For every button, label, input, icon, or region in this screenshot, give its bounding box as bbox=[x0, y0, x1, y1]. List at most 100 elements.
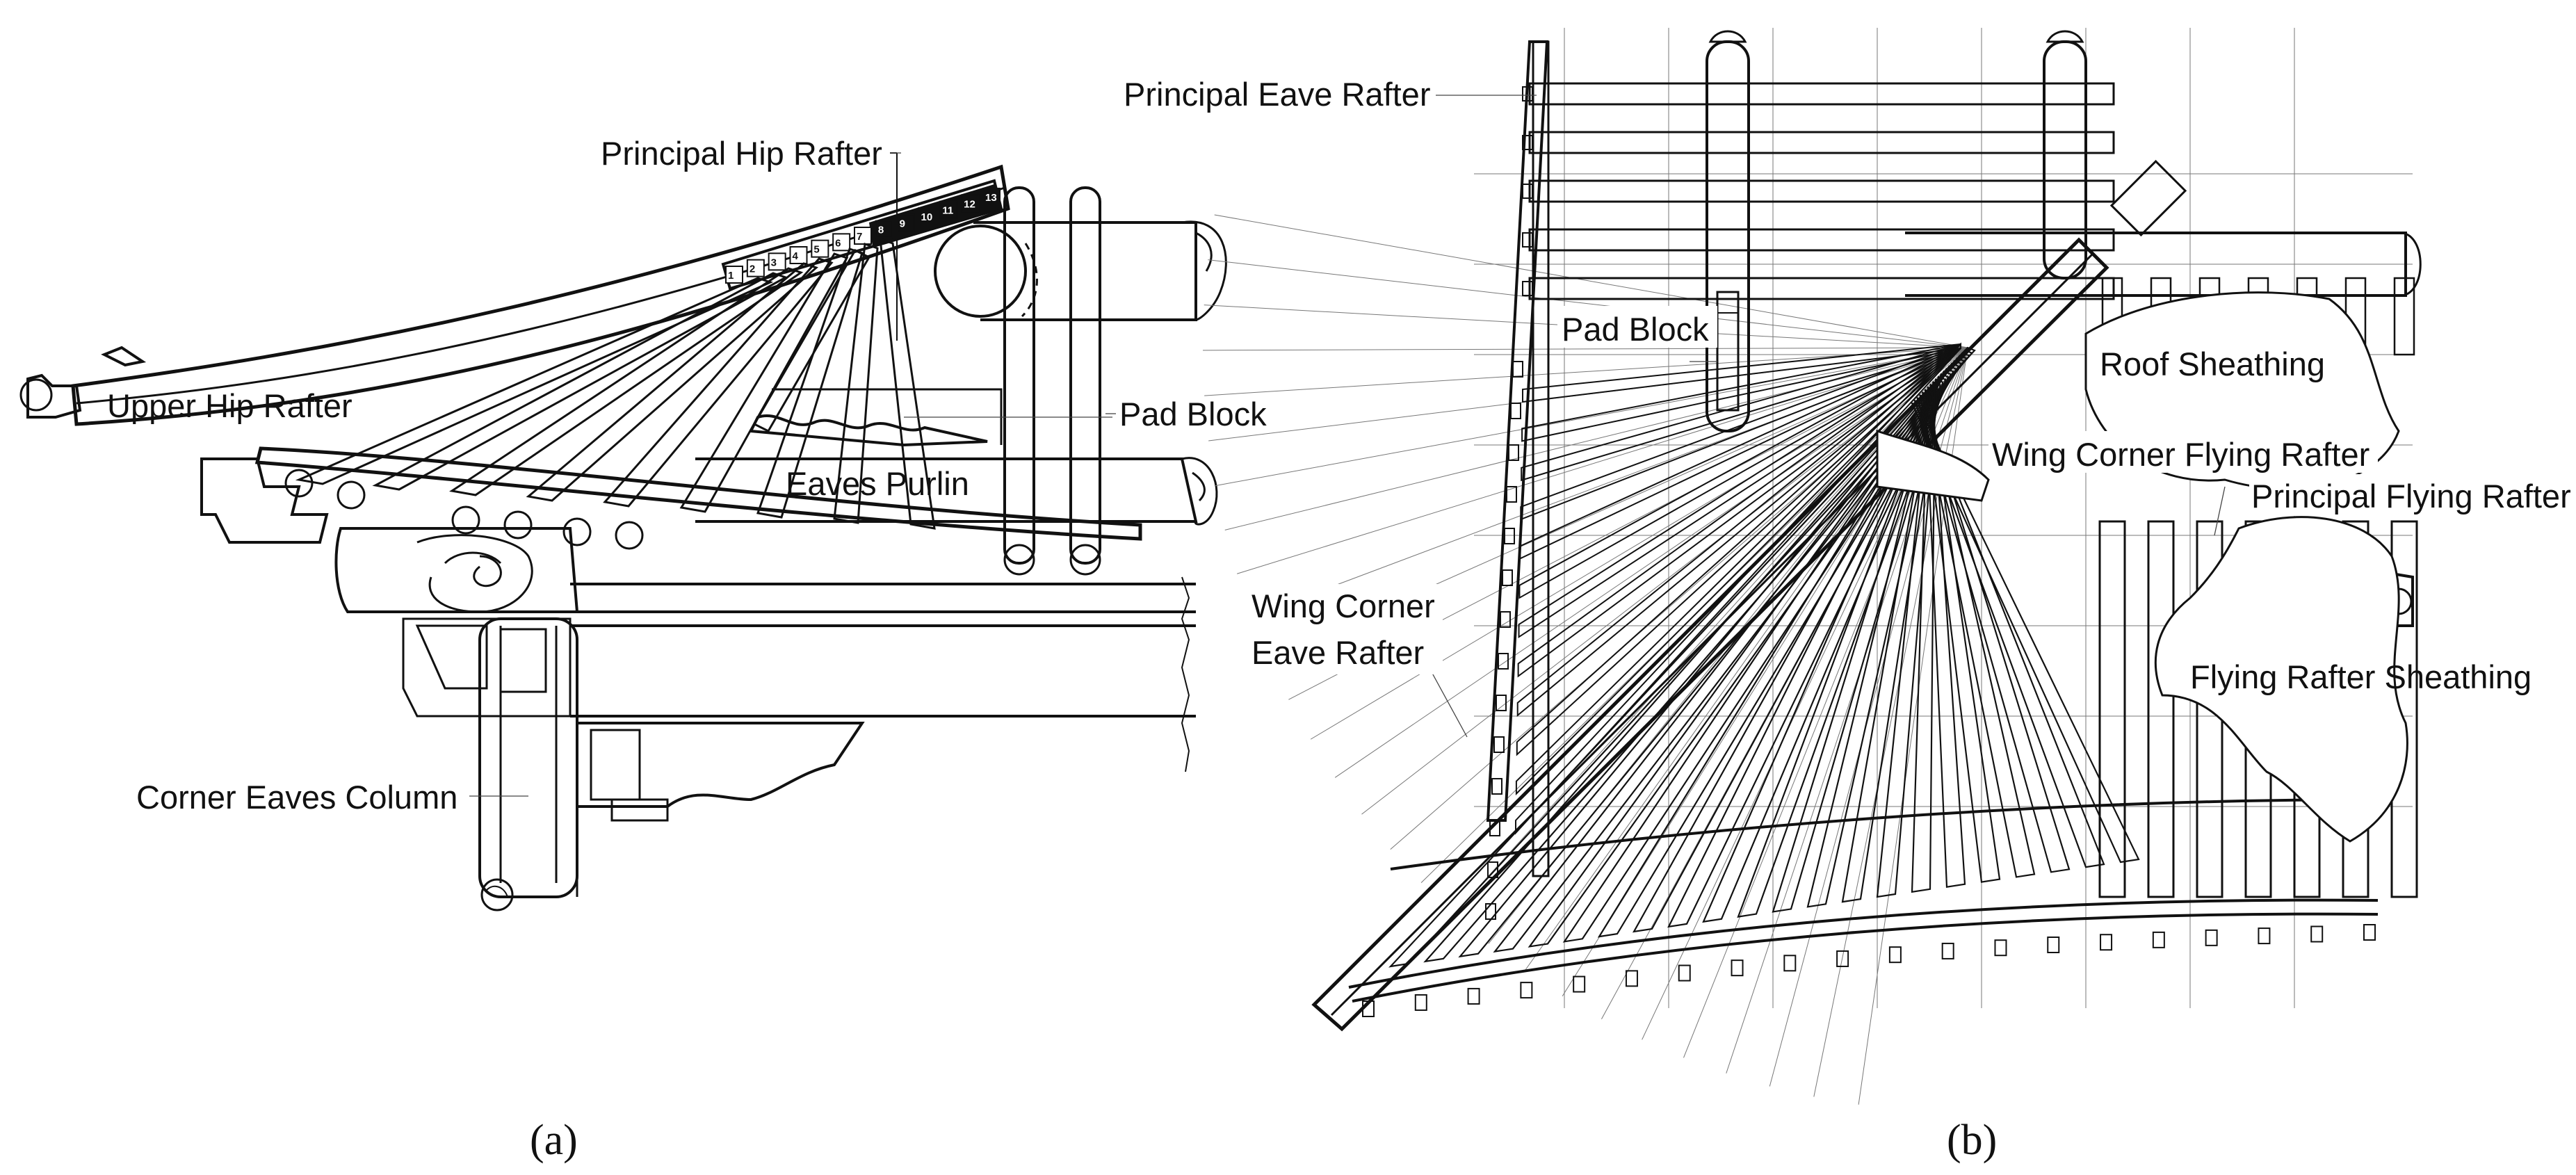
label-principal-eave-rafter: Principal Eave Rafter bbox=[1124, 76, 1430, 113]
rafter-tail bbox=[1504, 528, 1515, 544]
flying-rafter bbox=[1924, 389, 1966, 888]
flying-rafter bbox=[1910, 401, 2140, 864]
flying-rafter bbox=[1493, 355, 1968, 953]
corner-eaves-column bbox=[478, 617, 578, 911]
eave-rafter-tail bbox=[1522, 232, 1533, 248]
rafter-end bbox=[503, 510, 533, 540]
upper-fan-rafter bbox=[1522, 343, 1961, 403]
label-principal-hip-rafter: Principal Hip Rafter bbox=[601, 135, 882, 172]
rafter-tail bbox=[2310, 925, 2324, 943]
rafter-number-box bbox=[918, 207, 937, 225]
rafter-tail bbox=[2205, 929, 2218, 946]
rafter-tail bbox=[1493, 736, 1505, 753]
rafter-tail bbox=[1467, 987, 1480, 1005]
rafter-end bbox=[337, 480, 366, 510]
jack-rafter bbox=[526, 262, 818, 502]
flying-rafter-sheathing-area bbox=[2154, 516, 2408, 843]
rafter-number-box bbox=[746, 259, 765, 277]
rafter-end bbox=[615, 521, 644, 550]
rafter-number: 3 bbox=[771, 257, 777, 268]
rafter-tail bbox=[1512, 361, 1523, 378]
rafter-tail bbox=[1485, 903, 1496, 920]
flying-rafter bbox=[1458, 352, 1971, 958]
flying-rafter bbox=[1911, 386, 1936, 893]
rafter-number-box bbox=[768, 252, 786, 271]
rafter-end bbox=[451, 505, 480, 535]
rafter-number: 1 bbox=[728, 270, 734, 282]
rafter-number-box bbox=[832, 233, 851, 252]
rafter-number: 6 bbox=[835, 237, 841, 249]
vertical-posts bbox=[1003, 186, 1101, 576]
rafter-number: 8 bbox=[878, 225, 884, 236]
flying-rafter bbox=[1562, 359, 1963, 943]
rafter-number: 12 bbox=[964, 198, 975, 210]
rafter-tail bbox=[1520, 982, 1533, 999]
rafter-tail bbox=[1836, 950, 1849, 967]
pad-block bbox=[748, 388, 1003, 447]
flying-rafter bbox=[1528, 357, 1966, 948]
caption-b: (b) bbox=[1947, 1117, 1997, 1164]
label-pad-block-b: Pad Block bbox=[1562, 311, 1709, 348]
guide-line bbox=[1204, 347, 1968, 396]
rafter-tail bbox=[1491, 778, 1502, 795]
rafter-tail bbox=[2258, 927, 2271, 945]
panel-b-roof-plan: Principal Eave Rafter Pad Block Roof She… bbox=[1119, 28, 2573, 1164]
guide-line bbox=[1215, 347, 1968, 487]
rafter-tail bbox=[2363, 924, 2376, 941]
rafter-number: 10 bbox=[921, 211, 933, 223]
rafter-number: 11 bbox=[942, 205, 953, 217]
rafter-tail bbox=[1994, 939, 2007, 957]
eave-rafter-tail bbox=[1522, 281, 1533, 296]
rafter-tail bbox=[1783, 955, 1797, 972]
rafter-tail bbox=[1941, 942, 1954, 959]
rafter-number-box bbox=[961, 194, 980, 213]
rafter-tail bbox=[1362, 1000, 1375, 1017]
rafter-number: 7 bbox=[857, 231, 862, 243]
rafter-tail bbox=[1678, 964, 1691, 982]
label-eave-rafter-line2: Eave Rafter bbox=[1251, 634, 1424, 671]
vertical-columns-b bbox=[1532, 30, 2087, 877]
rafter-end bbox=[284, 469, 314, 498]
rafter-number-box bbox=[875, 220, 893, 238]
bracket-set bbox=[200, 457, 579, 613]
jack-rafter bbox=[372, 272, 788, 491]
fan-sheathing-edge bbox=[1876, 429, 1990, 502]
eave-rafter bbox=[1528, 179, 2115, 203]
rafter-tail bbox=[1502, 569, 1513, 586]
rafter-number-box bbox=[811, 239, 829, 258]
guide-line bbox=[1203, 347, 1968, 351]
rafter-tail bbox=[1573, 975, 1586, 993]
rafter-number-box bbox=[789, 246, 808, 264]
rafter-tail bbox=[2152, 931, 2165, 948]
jack-rafter bbox=[295, 277, 774, 485]
eave-rafter-stub bbox=[2393, 277, 2415, 356]
wing-corner-eave-rafter bbox=[1486, 40, 1549, 822]
flying-rafter bbox=[1632, 365, 1957, 933]
rafter-tail bbox=[1510, 403, 1521, 419]
eave-rafter bbox=[1528, 131, 2115, 154]
wing-corner-flying-rafters bbox=[1388, 342, 2140, 968]
rafter-tail bbox=[2047, 936, 2060, 953]
flying-rafter-column bbox=[2147, 520, 2175, 898]
flying-rafter bbox=[1915, 396, 2071, 873]
label-eaves-purlin: Eaves Purlin bbox=[786, 465, 969, 502]
lower-bracket bbox=[576, 722, 865, 897]
flying-rafter bbox=[1597, 362, 1960, 938]
rafter-tail bbox=[1500, 611, 1511, 628]
rafter-tail bbox=[1625, 970, 1638, 987]
guide-line bbox=[1208, 259, 1968, 348]
upper-hip-rafter bbox=[71, 164, 1010, 426]
flying-rafter bbox=[1921, 391, 2001, 883]
jack-rafter-fan bbox=[295, 237, 936, 530]
rafter-tail bbox=[2100, 934, 2113, 951]
eave-rafter bbox=[1528, 228, 2115, 252]
guide-line bbox=[1334, 347, 1968, 778]
flying-rafter bbox=[1423, 349, 1974, 963]
rafter-number: 4 bbox=[793, 250, 799, 262]
diagonal-strut bbox=[752, 249, 871, 432]
rafter-number: 5 bbox=[813, 244, 819, 256]
label-corner-eaves-column: Corner Eaves Column bbox=[136, 779, 457, 816]
